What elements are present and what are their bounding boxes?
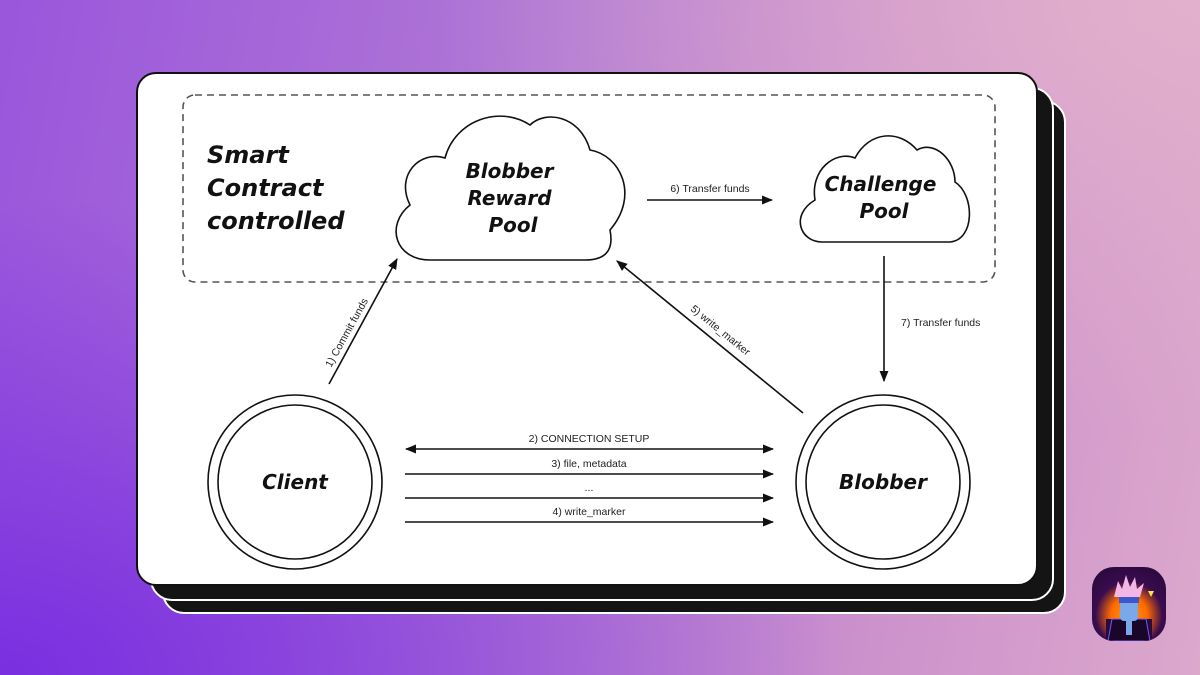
blobber-reward-pool-label: Blobber Reward Pool	[466, 159, 561, 237]
brp-line-2: Reward	[467, 186, 552, 210]
avatar-illustration	[1106, 575, 1154, 641]
challenge-pool-node[interactable]: Challenge Pool	[799, 135, 971, 243]
edge-label-ellipsis: ...	[585, 482, 594, 494]
brp-line-3: Pool	[489, 213, 539, 237]
region-label: Smart Contract controlled	[207, 141, 345, 235]
blobber-node[interactable]: Blobber	[795, 394, 971, 570]
cloud-icon	[395, 115, 626, 261]
challenge-pool-label: Challenge Pool	[825, 172, 944, 223]
region-label-line-3: controlled	[207, 207, 345, 235]
brp-line-1: Blobber	[466, 159, 555, 183]
client-node[interactable]: Client	[207, 394, 383, 570]
cp-line-2: Pool	[860, 199, 910, 223]
edge-label-write-marker-4: 4) write_marker	[553, 506, 626, 518]
smart-contract-region	[182, 94, 996, 283]
region-label-line-2: Contract	[207, 174, 325, 202]
region-label-line-1: Smart	[207, 141, 290, 169]
edge-commit-funds	[328, 258, 398, 385]
cloud-icon	[799, 135, 971, 243]
client-label: Client	[262, 470, 329, 494]
blobber-label: Blobber	[839, 470, 928, 494]
profile-avatar-icon[interactable]	[1092, 567, 1166, 641]
edge-write-marker-5	[616, 260, 804, 414]
edge-label-connection-setup: 2) CONNECTION SETUP	[529, 433, 650, 445]
edge-label-transfer-funds-6: 6) Transfer funds	[670, 183, 749, 195]
blobber-reward-pool-node[interactable]: Blobber Reward Pool	[395, 115, 626, 261]
cp-line-1: Challenge	[825, 172, 937, 196]
edge-label-file-metadata: 3) file, metadata	[551, 458, 626, 470]
edge-label-commit-funds: 1) Commit funds	[323, 296, 371, 369]
edge-label-transfer-funds-7: 7) Transfer funds	[901, 317, 980, 329]
edge-label-write-marker-5: 5) write_marker	[688, 303, 753, 359]
